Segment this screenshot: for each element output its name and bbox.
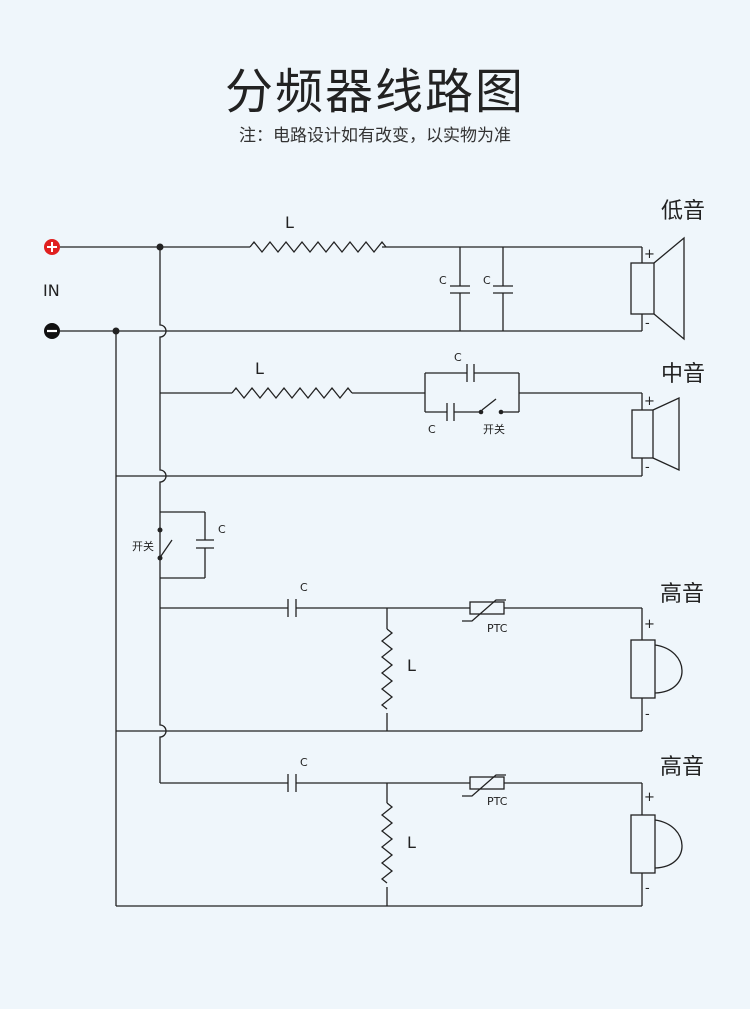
tweeter1-minus: - <box>645 707 650 722</box>
mid-inductor <box>231 386 353 400</box>
tweeter1-cap-label: C <box>300 581 308 594</box>
positive-rail <box>60 243 250 783</box>
tweeter1-speaker-icon <box>630 639 683 699</box>
input-minus-terminal <box>44 323 60 339</box>
tweeter-switch-cap-label: C <box>218 523 226 536</box>
tweeter2-ptc-label: PTC <box>487 795 508 808</box>
mid-branch: L C C 开关 + - <box>160 351 655 476</box>
woofer-capacitor-1 <box>450 247 470 331</box>
page-subtitle: 注：电路设计如有改变，以实物为准 <box>239 126 511 146</box>
mid-speaker-icon <box>631 396 680 472</box>
woofer-label: 低音 <box>661 199 705 224</box>
mid-switch-label: 开关 <box>483 422 505 436</box>
tweeter1-ptc-label: PTC <box>487 622 508 635</box>
woofer-plus: + <box>644 247 655 262</box>
input-label: IN <box>43 281 60 300</box>
tweeter1-inductor-label: L <box>407 656 416 675</box>
mid-label: 中音 <box>661 362 705 387</box>
woofer-cap2-label: C <box>483 274 491 287</box>
tweeter2-branch: C L PTC + - <box>160 756 655 906</box>
woofer-minus: - <box>645 316 650 331</box>
tweeter2-inductor-label: L <box>407 833 416 852</box>
mid-minus: - <box>645 460 650 475</box>
mid-cap-bottom-label: C <box>428 423 436 436</box>
tweeter2-ptc <box>462 774 642 797</box>
tweeter1-ptc <box>462 599 642 622</box>
tweeter2-minus: - <box>645 881 650 896</box>
mid-inductor-label: L <box>255 359 264 378</box>
page-title: 分频器线路图 <box>224 64 525 120</box>
tweeter2-label: 高音 <box>660 755 704 780</box>
mid-capacitor-top <box>425 364 519 382</box>
woofer-cap1-label: C <box>439 274 447 287</box>
tweeter1-branch: C L PTC + - <box>160 581 655 731</box>
woofer-branch: L C C + - <box>249 213 655 331</box>
tweeter2-inductor <box>380 802 394 884</box>
woofer-inductor-label: L <box>285 213 294 232</box>
tweeter2-speaker-icon <box>630 814 683 874</box>
woofer-capacitor-2 <box>493 247 513 331</box>
woofer-inductor <box>249 240 387 254</box>
mid-capacitor-bottom <box>425 403 479 421</box>
tweeter1-inductor <box>380 628 394 710</box>
mid-cap-top-label: C <box>454 351 462 364</box>
tweeter-switch-label: 开关 <box>132 539 154 553</box>
tweeter2-plus: + <box>644 790 655 805</box>
mid-switch <box>478 398 519 415</box>
negative-rail <box>60 327 642 907</box>
woofer-speaker-icon <box>630 236 685 341</box>
mid-plus: + <box>644 394 655 409</box>
tweeter-switch-network <box>157 511 214 579</box>
tweeter1-label: 高音 <box>660 582 704 607</box>
input-plus-terminal <box>44 239 60 255</box>
tweeter1-plus: + <box>644 617 655 632</box>
tweeter2-cap-label: C <box>300 756 308 769</box>
